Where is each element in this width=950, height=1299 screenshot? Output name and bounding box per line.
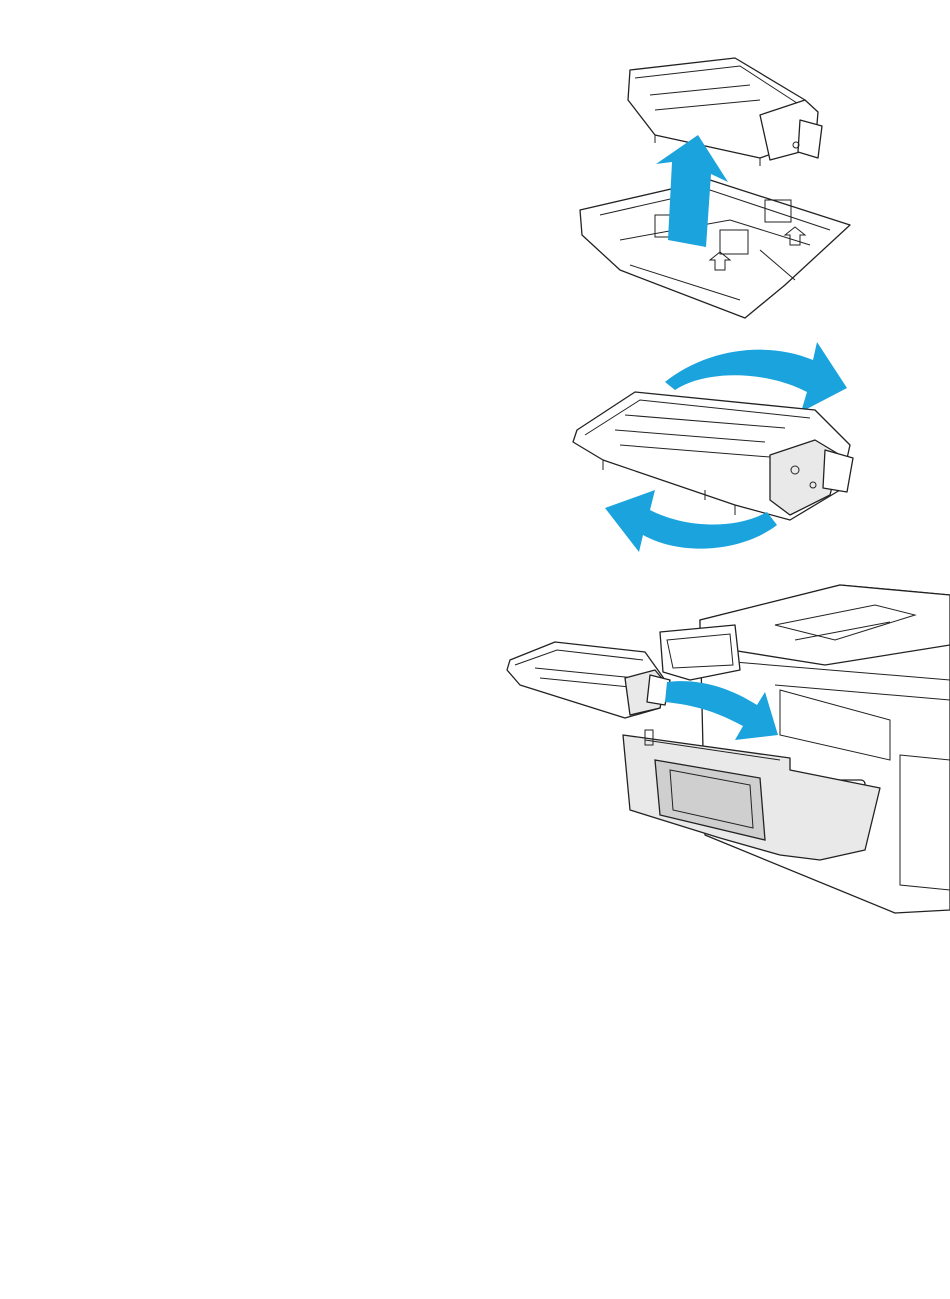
step-rotate-cartridge [555,330,875,560]
step-insert-into-printer [495,570,950,925]
toner-cartridge [628,58,822,166]
step2-illustration [555,330,875,560]
toner-cartridge [507,642,670,718]
packaging-tray [580,180,850,318]
step1-illustration [560,40,880,330]
step3-illustration [495,570,950,925]
step-remove-from-packaging [560,40,880,330]
toner-cartridge [573,392,853,520]
